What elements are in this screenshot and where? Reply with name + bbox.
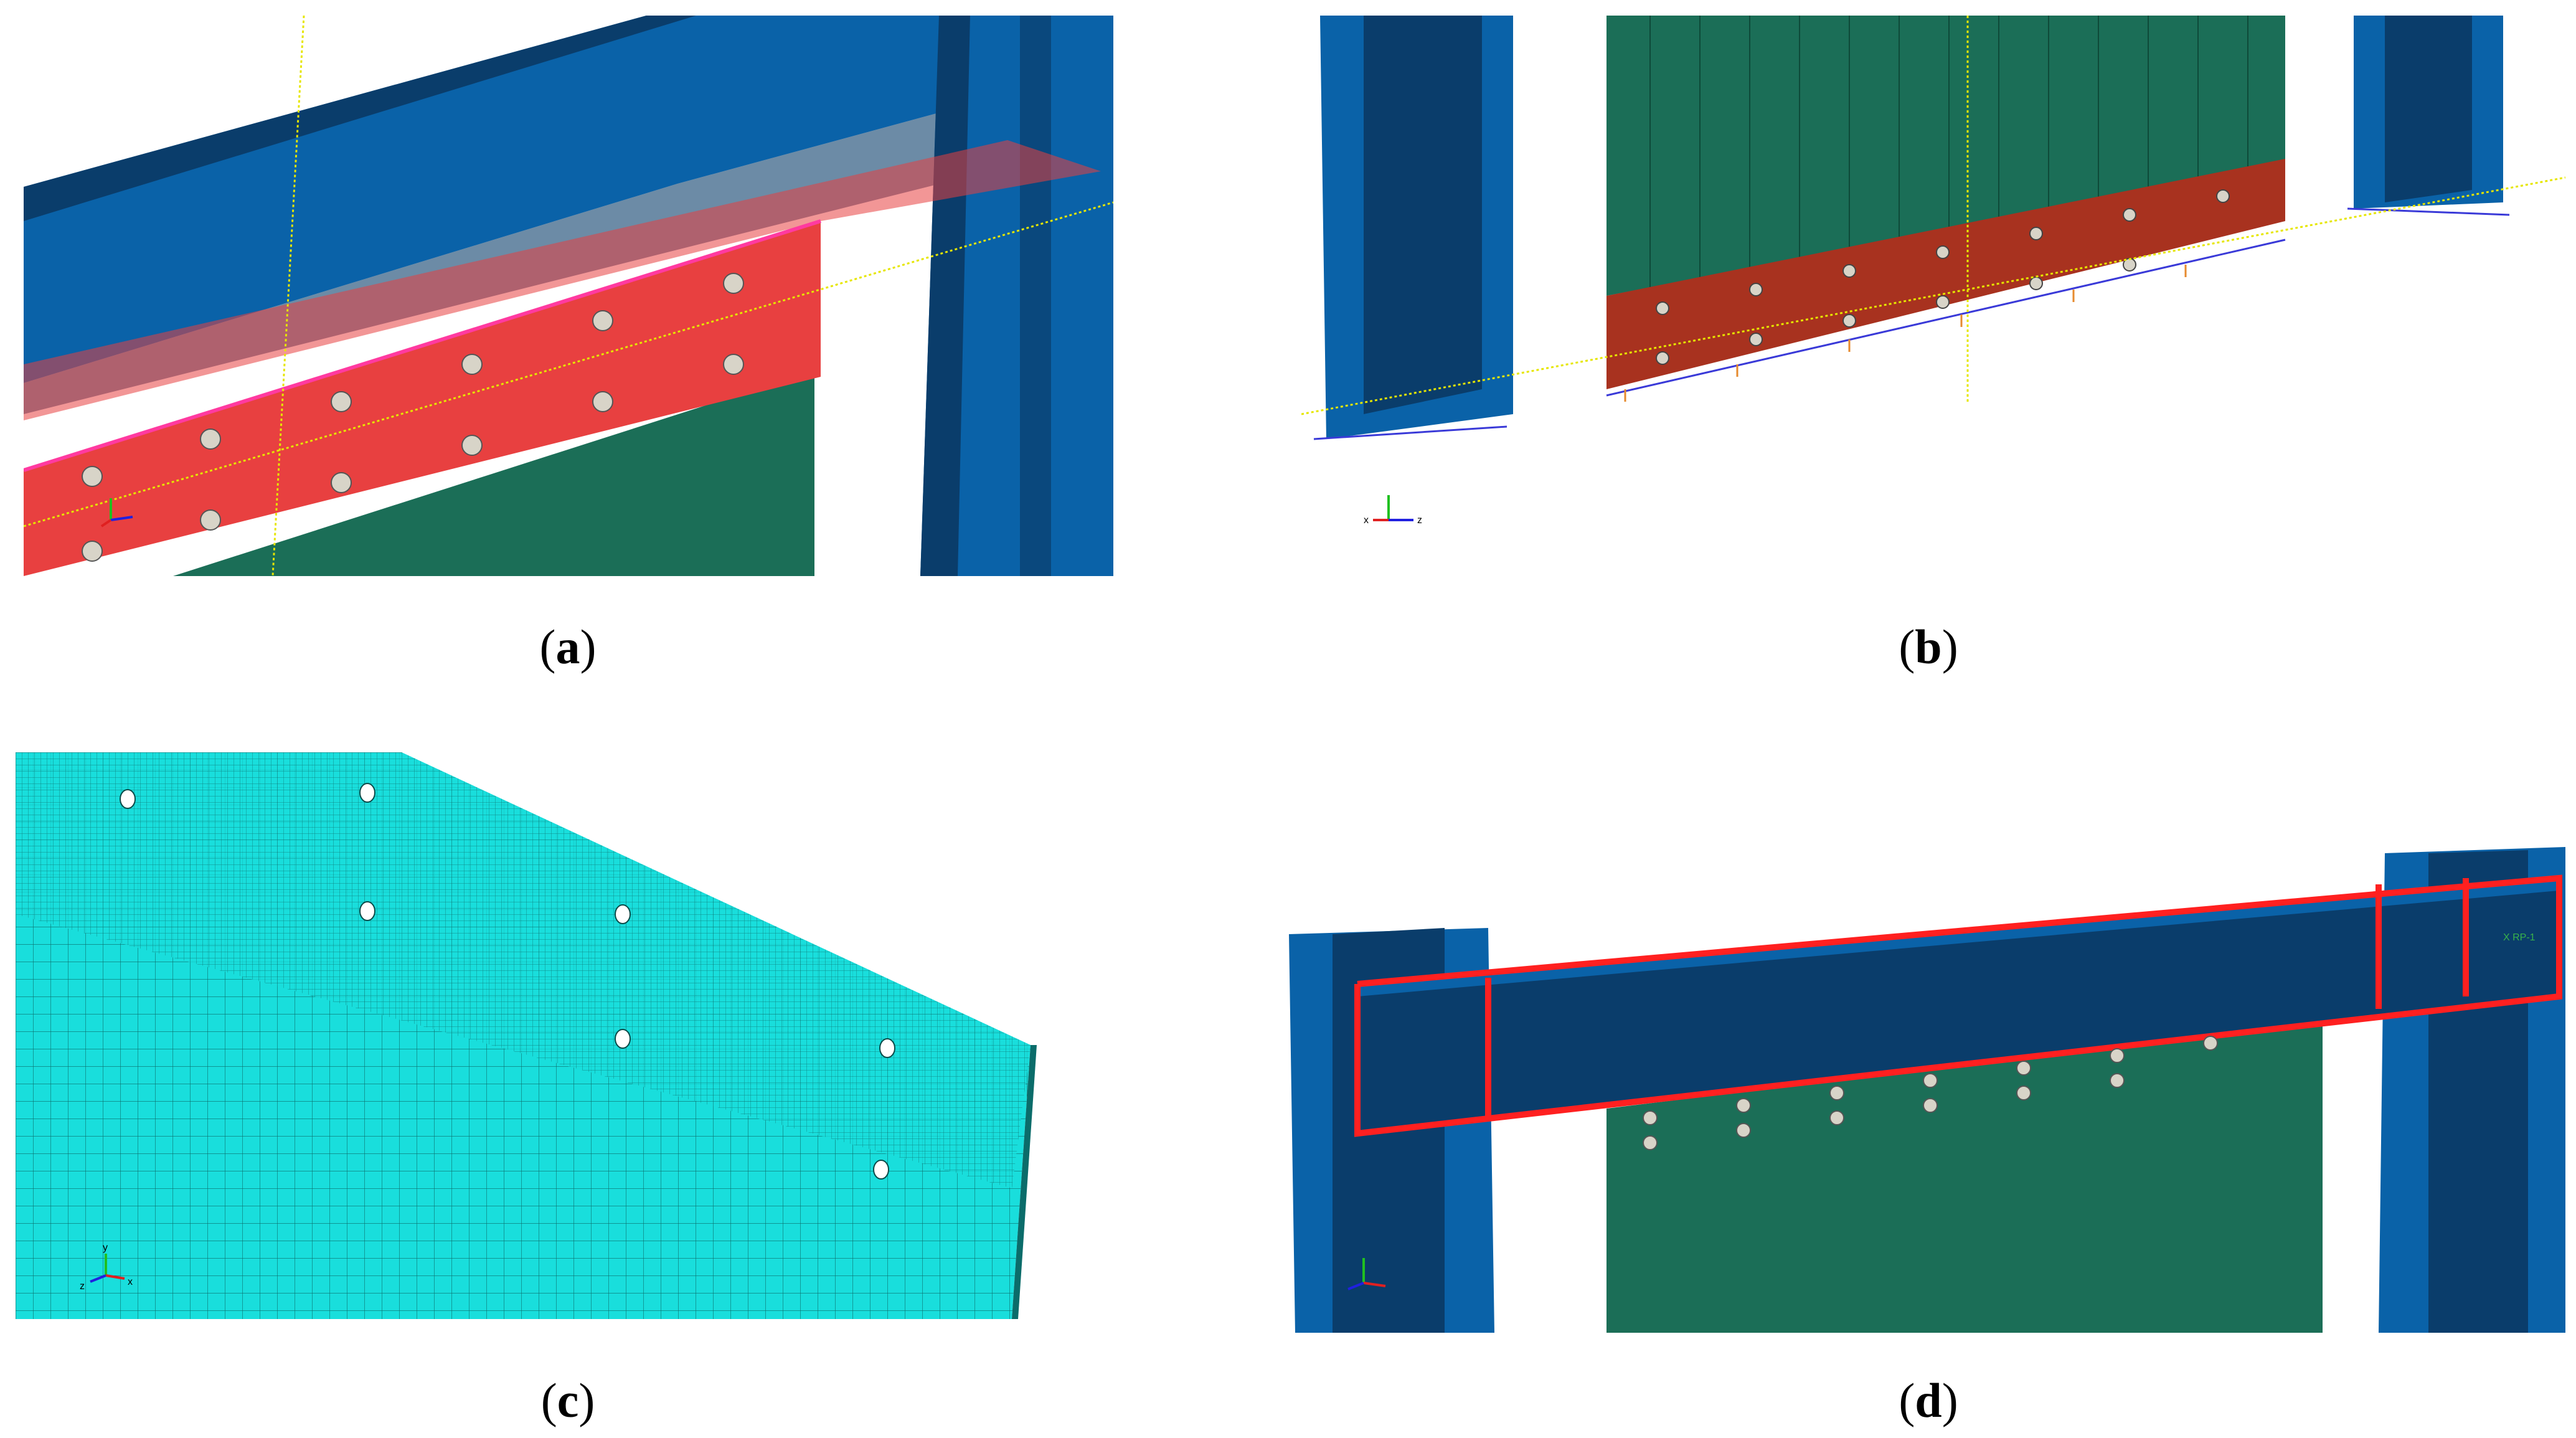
panel-a-image <box>24 16 1113 576</box>
angle-translucent <box>24 140 1101 420</box>
panel-d-image: X RP-1 <box>1283 841 2565 1333</box>
svg-text:x: x <box>1364 515 1369 526</box>
bolt-holes <box>120 783 895 1180</box>
svg-text:z: z <box>80 1281 85 1292</box>
bolts <box>1656 189 2230 365</box>
caption-a: (a) <box>539 620 597 674</box>
beam-web <box>24 16 1113 383</box>
infill-plate <box>1606 1021 2323 1333</box>
reference-point-label: X RP-1 <box>2503 932 2536 943</box>
bolts <box>1643 1036 2218 1150</box>
coordinate-triad <box>1347 1258 1386 1290</box>
coordinate-triad: y x z <box>80 1242 133 1292</box>
angle-leg <box>24 221 821 576</box>
svg-text:y: y <box>103 1242 108 1253</box>
svg-text:x: x <box>128 1277 133 1287</box>
bolts <box>82 273 744 562</box>
svg-text:z: z <box>1417 515 1422 526</box>
beam-top-flange <box>24 16 696 221</box>
infill-plate <box>173 371 814 576</box>
angle <box>1606 159 2285 389</box>
boundary-conditions <box>1313 207 2510 440</box>
caption-c: (c) <box>540 1373 595 1427</box>
coupling-constraints <box>1354 874 2562 1137</box>
infill-plate <box>1606 16 2285 296</box>
caption-b: (b) <box>1899 620 1958 674</box>
panel-c-image: y x z <box>16 752 1037 1319</box>
bc-markers <box>1624 265 2187 402</box>
coordinate-triad: x z <box>1364 495 1422 526</box>
panel-b-image: x z <box>1301 16 2565 564</box>
coordinate-triad <box>100 498 133 527</box>
beam <box>1357 878 2559 1133</box>
caption-d: (d) <box>1899 1373 1958 1427</box>
